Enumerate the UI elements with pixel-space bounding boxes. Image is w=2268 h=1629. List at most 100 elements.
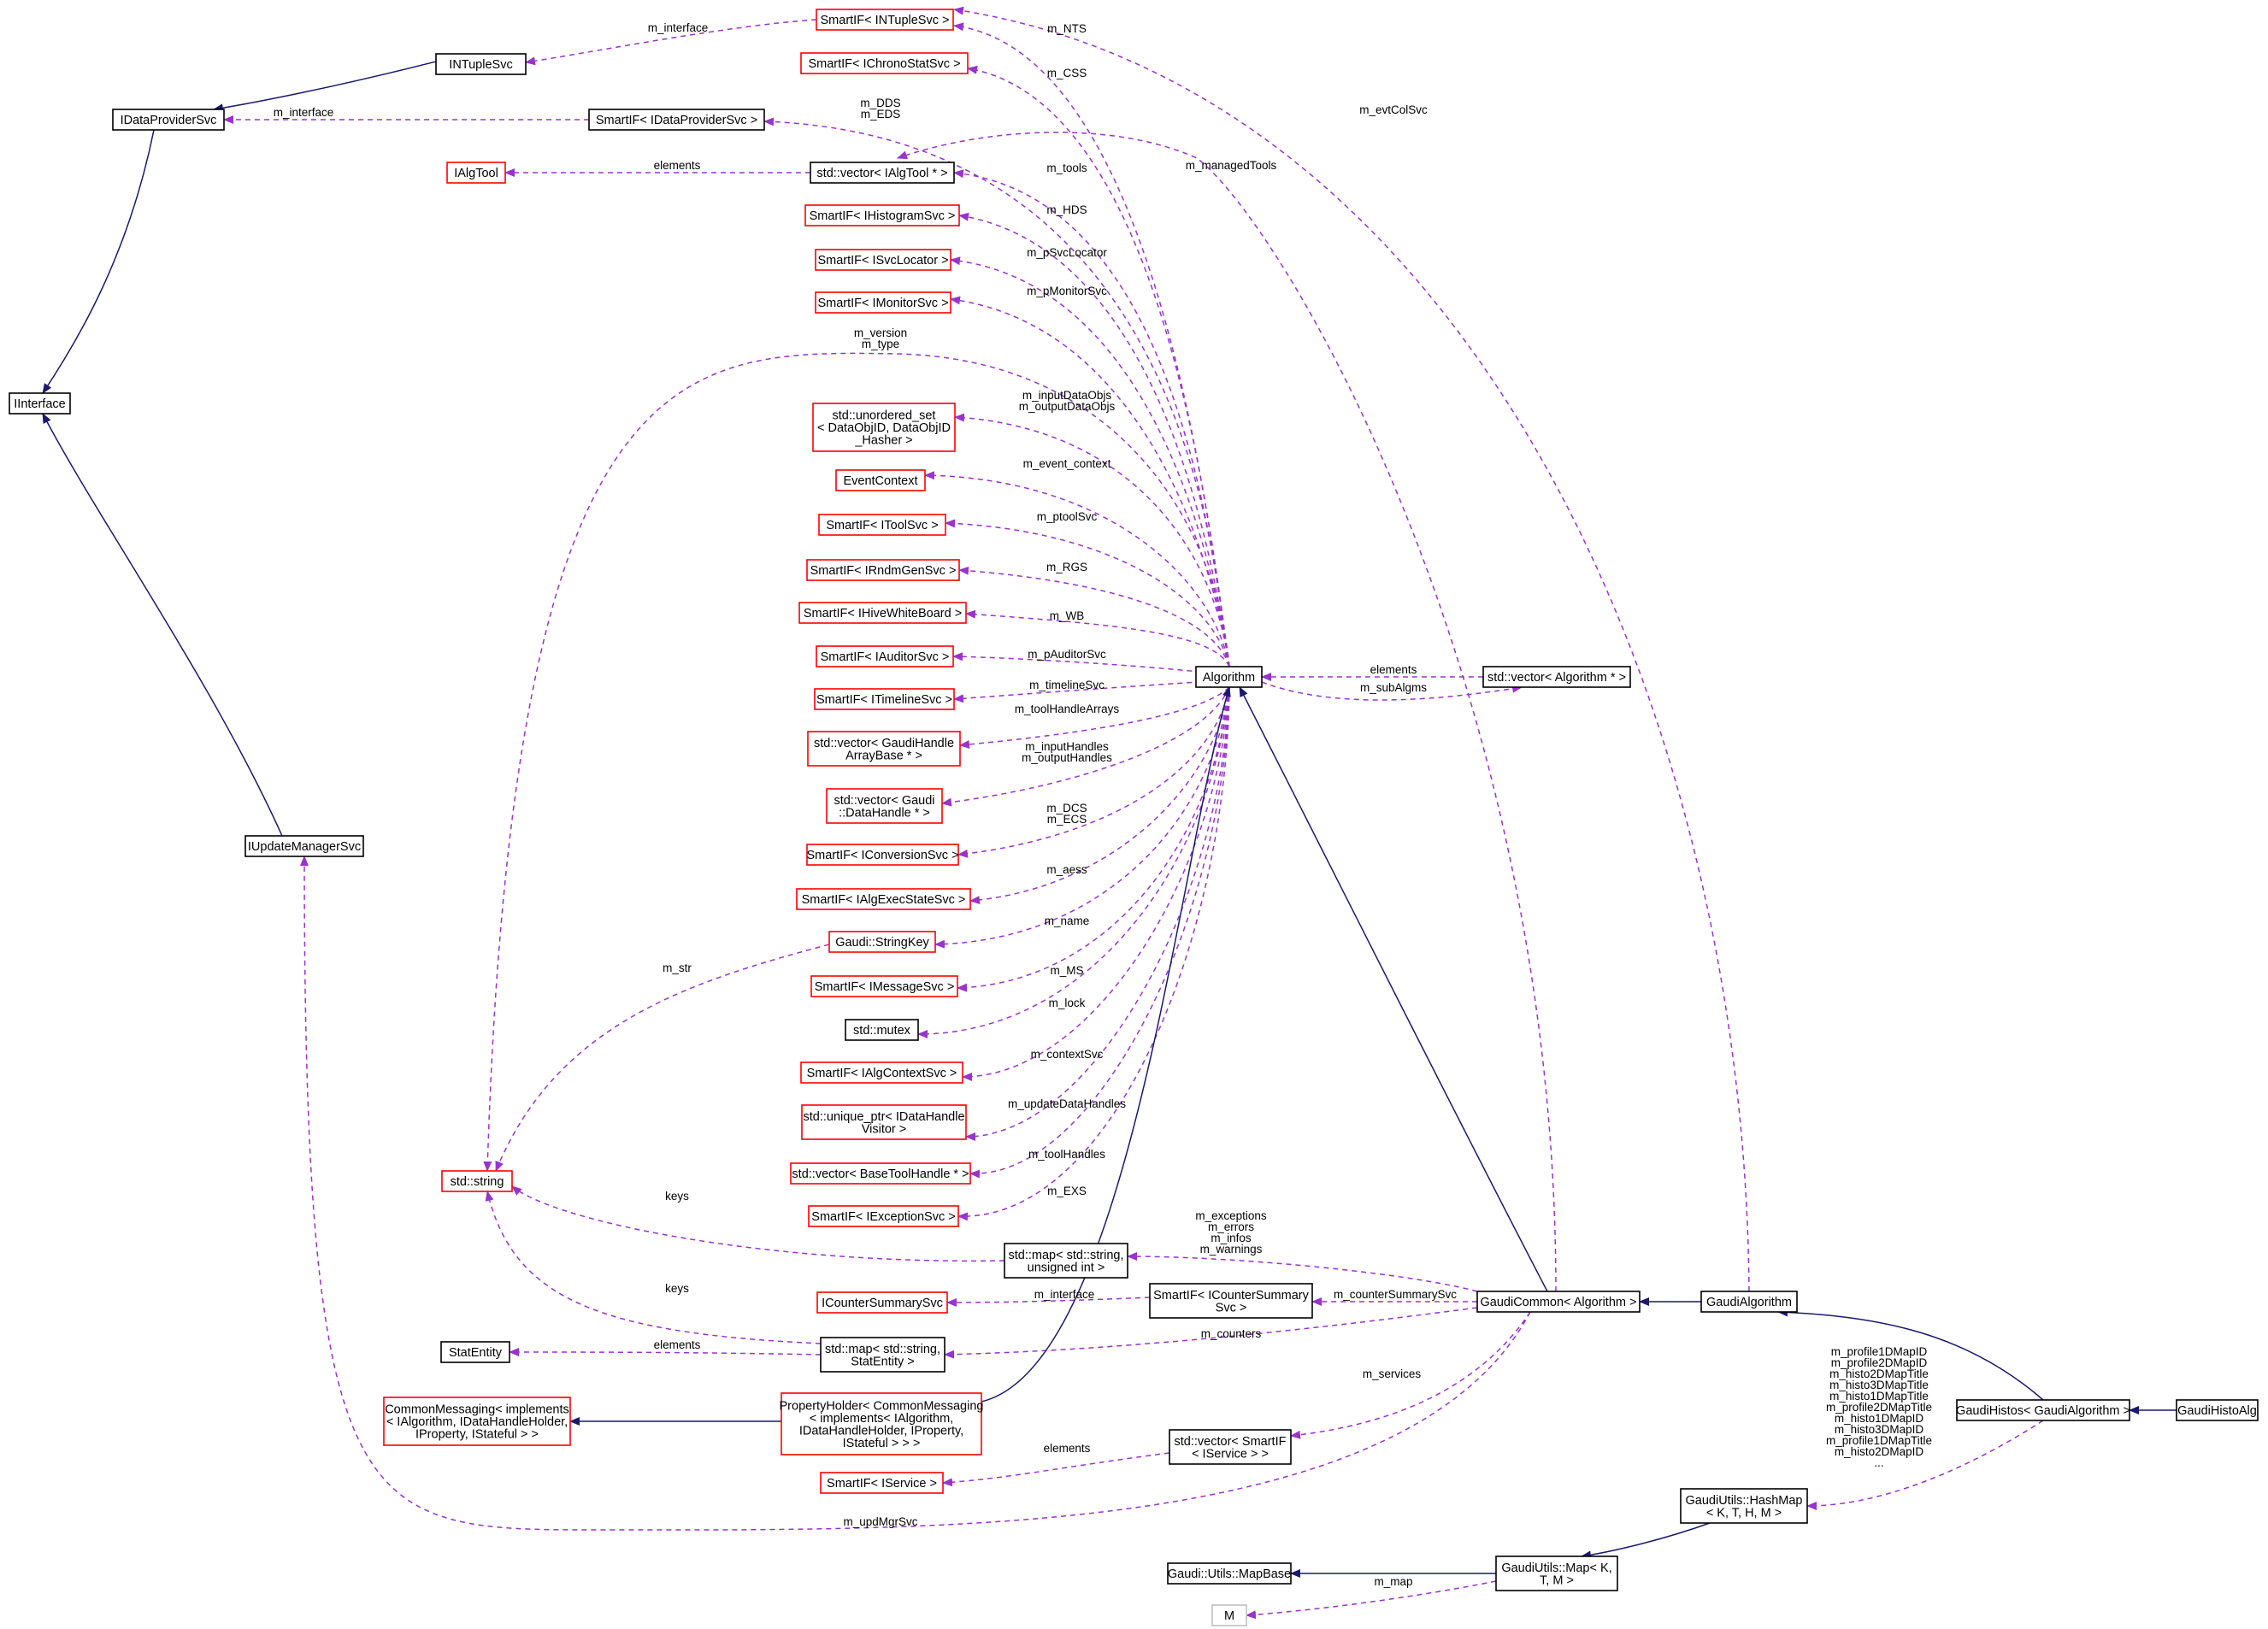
edge-label-line: m_pAuditorSvc xyxy=(1028,648,1106,661)
usage-edge-algorithm-to-hive xyxy=(965,609,1230,667)
class-box xyxy=(820,1472,944,1494)
class-node-mapuint[interactable]: std::map< std::string,unsigned int > xyxy=(1004,1243,1128,1279)
class-node-vecalg[interactable]: std::vector< Algorithm * > xyxy=(1482,666,1631,688)
class-node-cm[interactable]: CommonMessaging< implements< IAlgorithm,… xyxy=(383,1397,571,1446)
class-node-hds[interactable]: SmartIF< IHistogramSvc > xyxy=(804,204,960,226)
class-node-exc[interactable]: SmartIF< IExceptionSvc > xyxy=(808,1205,959,1227)
class-box xyxy=(806,844,959,866)
usage-edge-algorithm-to-rndm xyxy=(958,566,1230,667)
usage-edge-algorithm-to-hds xyxy=(958,212,1230,667)
class-node-dps[interactable]: SmartIF< IDataProviderSvc > xyxy=(588,109,765,131)
class-name-line: GaudiHistoAlg xyxy=(2177,1404,2257,1418)
class-name-line: std::vector< BaseToolHandle * > xyxy=(792,1167,969,1181)
class-node-hashmap[interactable]: GaudiUtils::HashMap< K, T, H, M > xyxy=(1680,1488,1808,1524)
class-node-ntuplesvc[interactable]: INTupleSvc xyxy=(435,53,527,75)
class-node-evctx[interactable]: EventContext xyxy=(835,469,926,491)
class-node-hive[interactable]: SmartIF< IHiveWhiteBoard > xyxy=(798,602,967,624)
class-node-ics[interactable]: ICounterSummarySvc xyxy=(816,1291,948,1314)
usage-edge-sics-to-ics xyxy=(946,1297,1151,1307)
class-name-line: IProperty, IStateful > > xyxy=(415,1428,539,1442)
edge-label-line: m_infos xyxy=(1211,1232,1252,1244)
class-node-tools[interactable]: std::vector< IAlgTool * > xyxy=(810,162,955,184)
class-name-line: SmartIF< IHistogramSvc > xyxy=(810,209,956,223)
class-node-algctx[interactable]: SmartIF< IAlgContextSvc > xyxy=(800,1061,963,1084)
edge-label-line: m_NTS xyxy=(1047,22,1087,35)
class-name-line: ArrayBase * > xyxy=(845,749,922,762)
class-name-line: std::vector< Algorithm * > xyxy=(1487,671,1626,685)
class-node-isvc[interactable]: SmartIF< IService > xyxy=(820,1472,944,1494)
class-name: GaudiHistos< GaudiAlgorithm > xyxy=(1956,1404,2130,1418)
class-node-ga[interactable]: GaudiAlgorithm xyxy=(1700,1291,1798,1313)
class-node-ph[interactable]: PropertyHolder< CommonMessaging< impleme… xyxy=(780,1392,984,1456)
class-name: SmartIF< IAlgExecStateSvc > xyxy=(802,893,966,907)
class-node-iinterface[interactable]: IInterface xyxy=(9,392,71,415)
edge-label-line: m_evtColSvc xyxy=(1359,103,1428,116)
class-node-ialgtool[interactable]: IAlgTool xyxy=(446,162,506,184)
class-node-gc[interactable]: GaudiCommon< Algorithm > xyxy=(1476,1291,1641,1313)
usage-edge-algorithm-to-stdstring xyxy=(483,352,1230,1172)
class-node-ium[interactable]: IUpdateManagerSvc xyxy=(244,835,364,857)
class-name-line: SmartIF< IService > xyxy=(827,1477,937,1491)
class-node-mapstat[interactable]: std::map< std::string,StatEntity > xyxy=(820,1337,945,1373)
class-name-line: std::vector< SmartIF xyxy=(1175,1435,1287,1449)
class-box xyxy=(804,204,960,226)
class-name-line: StatEntity > xyxy=(851,1355,915,1368)
edge-label-line: m_tools xyxy=(1046,162,1087,174)
class-node-gh[interactable]: GaudiHistos< GaudiAlgorithm > xyxy=(1956,1399,2130,1421)
class-box xyxy=(1700,1291,1798,1313)
class-node-conv[interactable]: SmartIF< IConversionSvc > xyxy=(806,844,959,866)
class-box xyxy=(1195,666,1263,688)
class-name-line: SmartIF< IRndmGenSvc > xyxy=(810,564,957,578)
class-node-umap[interactable]: GaudiUtils::Map< K,T, M > xyxy=(1495,1555,1618,1591)
class-node-statentity[interactable]: StatEntity xyxy=(440,1341,510,1363)
class-node-m[interactable]: M xyxy=(1211,1604,1247,1626)
class-node-idps[interactable]: IDataProviderSvc xyxy=(112,109,225,131)
class-node-strkey[interactable]: Gaudi::StringKey xyxy=(828,931,936,953)
class-node-msg[interactable]: SmartIF< IMessageSvc > xyxy=(810,975,958,997)
class-node-unordered[interactable]: std::unordered_set< DataObjID, DataObjID… xyxy=(812,403,956,452)
usage-edge-algorithm-to-css xyxy=(967,65,1230,667)
class-node-toolsvc[interactable]: SmartIF< IToolSvc > xyxy=(818,514,946,536)
usage-edge-gc-to-ium xyxy=(300,856,1531,1531)
edge-label-line: m_subAlgms xyxy=(1360,681,1427,694)
class-node-dh[interactable]: std::vector< Gaudi::DataHandle * > xyxy=(826,788,943,824)
class-node-css[interactable]: SmartIF< IChronoStatSvc > xyxy=(800,52,969,74)
class-node-rndm[interactable]: SmartIF< IRndmGenSvc > xyxy=(806,559,960,581)
class-name-line: StatEntity xyxy=(449,1346,503,1360)
class-name-line: < IService > > xyxy=(1192,1447,1269,1461)
class-name: std::string xyxy=(451,1175,504,1189)
class-name: SmartIF< IToolSvc > xyxy=(826,519,938,532)
class-node-mapbase[interactable]: Gaudi::Utils::MapBase xyxy=(1167,1562,1292,1585)
class-node-mutex[interactable]: std::mutex xyxy=(845,1019,919,1041)
edge-label-alg-toolsvc: m_ptoolSvc xyxy=(1037,510,1098,523)
class-node-stdstring[interactable]: std::string xyxy=(441,1170,513,1192)
class-name-line: < IAlgorithm, IDataHandleHolder, xyxy=(386,1415,568,1429)
class-name-line: SmartIF< IExceptionSvc > xyxy=(811,1210,955,1224)
edge-label-dps-idps: m_interface xyxy=(274,106,334,119)
edge-label-line: elements xyxy=(1370,663,1417,676)
class-node-monitor[interactable]: SmartIF< IMonitorSvc > xyxy=(815,291,951,314)
class-node-bth[interactable]: std::vector< BaseToolHandle * > xyxy=(790,1162,971,1185)
class-node-timeline[interactable]: SmartIF< ITimelineSvc > xyxy=(814,688,955,710)
class-box xyxy=(828,931,936,953)
edge-label-alg-uptr: m_updateDataHandles xyxy=(1008,1097,1126,1110)
edge-label-line: m_interface xyxy=(274,106,334,119)
class-node-auditor[interactable]: SmartIF< IAuditorSvc > xyxy=(816,645,954,667)
class-name-line: SmartIF< IChronoStatSvc > xyxy=(808,57,960,71)
class-node-nts[interactable]: SmartIF< INTupleSvc > xyxy=(816,9,954,31)
class-box xyxy=(816,645,954,667)
inheritance-edge-idps-to-iinterface xyxy=(42,129,155,394)
class-box xyxy=(796,888,971,910)
class-node-vecsvc[interactable]: std::vector< SmartIF< IService > > xyxy=(1169,1429,1292,1465)
class-name-line: < K, T, H, M > xyxy=(1706,1506,1782,1520)
class-node-aess[interactable]: SmartIF< IAlgExecStateSvc > xyxy=(796,888,971,910)
class-node-algorithm[interactable]: Algorithm xyxy=(1195,666,1263,688)
usage-edge-strkey-to-stdstring xyxy=(495,944,830,1172)
class-node-svcloc[interactable]: SmartIF< ISvcLocator > xyxy=(815,249,951,271)
class-box xyxy=(1004,1243,1128,1279)
